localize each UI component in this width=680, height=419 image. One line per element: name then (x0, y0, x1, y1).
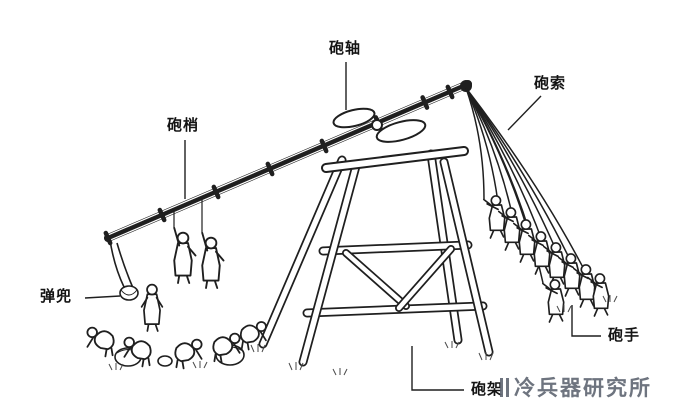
label-axle: 砲轴 (329, 39, 362, 57)
frame-crossbars (302, 240, 488, 318)
rope-knot (460, 80, 472, 92)
watermark: 冷兵器研究所 (500, 372, 652, 402)
beam-ropes (173, 198, 203, 233)
sling-pouch (109, 239, 139, 301)
label-crew: 砲手 (608, 326, 641, 344)
leader-lines (84, 62, 601, 391)
label-rope: 砲索 (534, 74, 567, 92)
frame-front-timbers (298, 146, 494, 367)
grass-tufts (108, 295, 618, 376)
label-arm: 砲梢 (167, 116, 200, 134)
label-frame: 砲架 (471, 380, 504, 398)
axle-assembly (332, 107, 427, 143)
watermark-text: 冷兵器研究所 (514, 376, 652, 400)
label-pouch: 弹兜 (40, 287, 73, 305)
watermark-logo-icon (500, 377, 509, 397)
